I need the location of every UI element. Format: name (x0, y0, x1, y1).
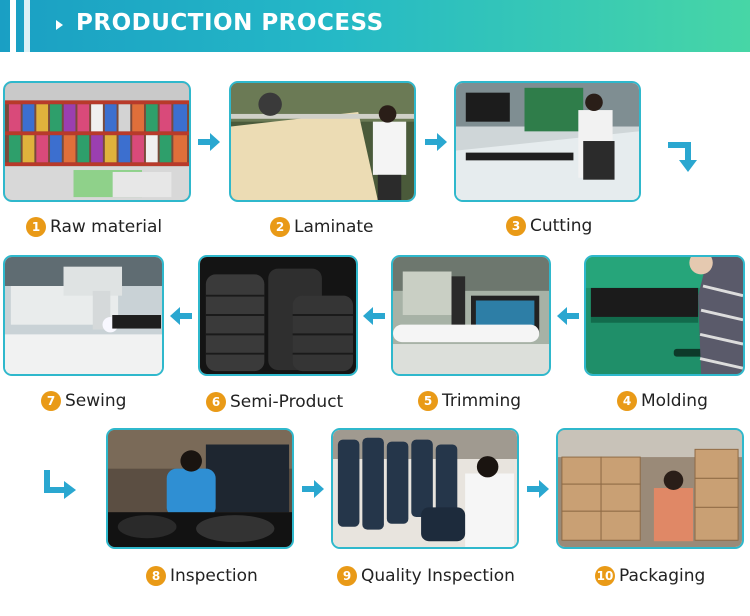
arrow-turn-right-icon (44, 470, 76, 499)
step-title: Cutting (530, 216, 593, 236)
photo-cutting (454, 81, 641, 202)
step-title: Inspection (170, 566, 258, 586)
arrow-right-icon (302, 480, 324, 498)
step-label: 10 Packaging (595, 566, 705, 586)
step-label: 1 Raw material (26, 217, 162, 237)
header-banner: PRODUCTION PROCESS (0, 0, 750, 52)
arrow-right-icon (425, 133, 447, 151)
page-title: PRODUCTION PROCESS (76, 10, 384, 36)
arrow-right-icon (527, 480, 549, 498)
step-title: Sewing (65, 391, 127, 411)
arrow-left-icon (363, 307, 385, 325)
step-label: 5 Trimming (418, 391, 521, 411)
step-number-badge: 5 (418, 391, 438, 411)
step-number-badge: 8 (146, 566, 166, 586)
step-title: Trimming (442, 391, 522, 411)
photo-inspection (106, 428, 294, 549)
step-label: 2 Laminate (270, 217, 374, 237)
step-number-badge: 7 (41, 391, 61, 411)
step-label: 6 Semi-Product (206, 392, 343, 412)
step-title: Semi-Product (230, 392, 344, 412)
step-number-badge: 9 (337, 566, 357, 586)
photo-trimming (391, 255, 551, 376)
step-title: Packaging (619, 566, 706, 586)
arrow-left-icon (557, 307, 579, 325)
photo-quality-inspection (331, 428, 519, 549)
arrow-turn-down-icon (668, 142, 697, 172)
arrow-left-icon (170, 307, 192, 325)
photo-semi-product (198, 255, 358, 376)
arrow-right-icon (198, 133, 220, 151)
step-number-badge: 10 (595, 566, 615, 586)
step-label: 9 Quality Inspection (337, 566, 515, 586)
photo-sewing (3, 255, 164, 376)
step-number-badge: 6 (206, 392, 226, 412)
banner-stripe (10, 0, 16, 52)
play-triangle-icon (56, 20, 63, 30)
step-number-badge: 2 (270, 217, 290, 237)
step-title: Molding (641, 391, 708, 411)
photo-raw-material (3, 81, 191, 202)
photo-packaging (556, 428, 744, 549)
photo-laminate (229, 81, 416, 202)
step-label: 7 Sewing (41, 391, 126, 411)
step-label: 4 Molding (617, 391, 708, 411)
step-title: Quality Inspection (361, 566, 515, 586)
step-label: 8 Inspection (146, 566, 258, 586)
step-title: Laminate (294, 217, 374, 237)
step-label: 3 Cutting (506, 216, 592, 236)
step-number-badge: 3 (506, 216, 526, 236)
step-number-badge: 1 (26, 217, 46, 237)
photo-molding (584, 255, 745, 376)
step-title: Raw material (50, 217, 163, 237)
step-number-badge: 4 (617, 391, 637, 411)
banner-stripe (24, 0, 30, 52)
